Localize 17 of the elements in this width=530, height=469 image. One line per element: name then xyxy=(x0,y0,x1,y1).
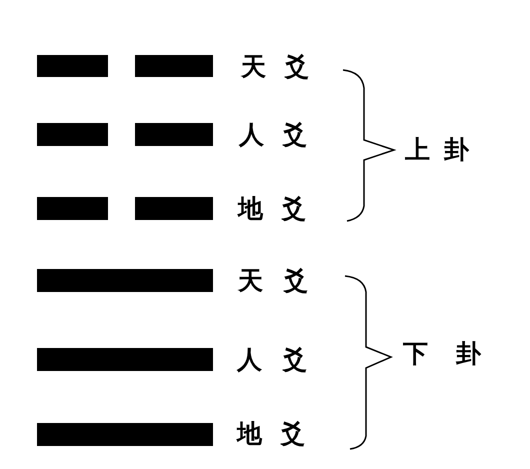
broken-line-segment xyxy=(135,123,213,146)
line-label: 天爻 xyxy=(241,54,327,79)
trigram-label: 下卦 xyxy=(403,341,509,366)
line-label: 人爻 xyxy=(239,122,325,147)
line-label: 天爻 xyxy=(238,268,328,293)
broken-line-segment xyxy=(37,197,108,220)
solid-line-bar xyxy=(37,423,213,446)
broken-line-segment xyxy=(37,123,108,146)
trigram-label: 上卦 xyxy=(405,137,483,162)
line-label: 地爻 xyxy=(238,196,324,221)
broken-line-segment xyxy=(135,197,213,220)
solid-line-bar xyxy=(37,269,213,292)
solid-line-bar xyxy=(37,348,213,371)
line-label: 人爻 xyxy=(237,347,327,372)
broken-line-segment xyxy=(37,55,108,77)
broken-line-segment xyxy=(135,55,213,77)
line-label: 地爻 xyxy=(237,421,323,446)
